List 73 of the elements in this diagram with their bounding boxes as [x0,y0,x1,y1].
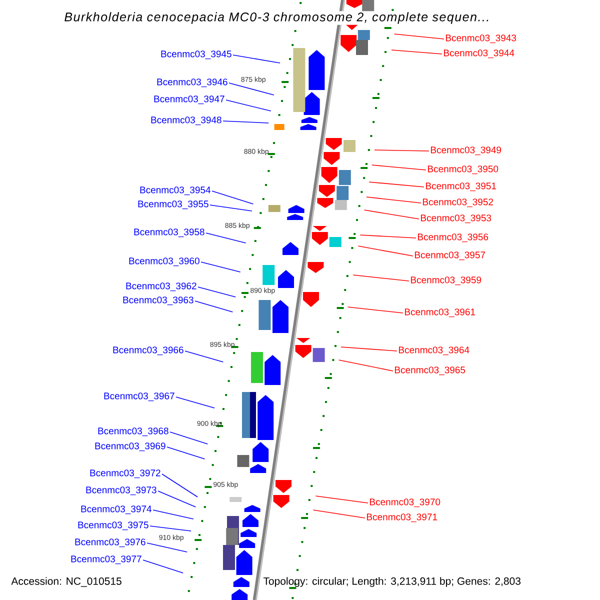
gene-label: Bcenmc03_3975 [78,522,148,530]
gene-label: Bcenmc03_3949 [431,146,502,156]
leader-line [142,560,184,574]
gene-label: Bcenmc03_3943 [446,34,516,44]
footer-text: Topology: circular; Length: 3,213,911 bp; Genes: 2,803 [263,577,521,587]
gene-label: Bcenmc03_3967 [104,392,174,402]
gene-label: Bcenmc03_3965 [395,366,466,376]
gene-label: Bcenmc03_3976 [75,538,146,548]
leader-line [358,246,414,256]
leader-line [315,496,368,504]
leader-line [340,346,398,352]
gene-label: Bcenmc03_3952 [423,198,494,208]
gene-label: Bcenmc03_3956 [418,234,488,242]
gene-label: Bcenmc03_3950 [428,166,498,174]
leader-line [150,526,192,532]
gene-label: Bcenmc03_3959 [411,276,482,286]
leader-line [152,510,194,520]
gene-label: Bcenmc03_3948 [151,116,222,126]
gene-label: Bcenmc03_3964 [399,346,470,356]
leader-line [200,262,241,272]
gene-label: Bcenmc03_3969 [95,442,166,452]
gene-label: Bcenmc03_3957 [415,252,486,260]
gene-label: Bcenmc03_3955 [138,200,208,210]
gene-label: Bcenmc03_3951 [426,182,496,192]
leader-line [360,234,416,238]
gene-label: Bcenmc03_3962 [126,282,196,292]
leader-line [194,300,234,312]
leader-line [158,490,196,508]
title: Burkholderia cenocepacia MC0-3 chromosome 2, complete sequen... [63,11,491,25]
gene-label: Bcenmc03_3958 [134,228,204,238]
gene-label: Bcenmc03_3970 [370,498,440,508]
gene-label: Bcenmc03_3946 [157,78,228,88]
gene-label: Bcenmc03_3973 [86,486,156,496]
leader-line [374,150,430,152]
leader-line [206,232,246,244]
gene-label: Bcenmc03_3968 [98,428,168,436]
leader-line [347,306,404,314]
leader-line [312,510,366,518]
leader-line [210,204,252,212]
gene-label: Bcenmc03_3963 [123,296,194,306]
gene-label: Bcenmc03_3977 [71,556,142,564]
leader-line [162,474,198,498]
gene-label: Bcenmc03_3961 [405,308,476,318]
leader-line [372,164,426,170]
leader-line [338,360,394,372]
leader-line [366,196,422,204]
leader-line [364,210,420,220]
gene-label: Bcenmc03_3945 [161,50,232,60]
gene-label: Bcenmc03_3953 [421,214,492,224]
leader-line [212,190,254,204]
leader-line [222,120,269,124]
leader-line [391,50,442,54]
leader-line [226,100,272,112]
gene-label: Bcenmc03_3954 [140,186,210,196]
leader-line [146,542,188,552]
gene-label: Bcenmc03_3947 [154,96,224,104]
gene-label: Bcenmc03_3974 [81,506,152,514]
gene-label: Bcenmc03_3966 [113,346,184,356]
leader-line [184,350,224,362]
gene-label: Bcenmc03_3972 [90,470,160,478]
leader-line [166,446,206,460]
gene-label: Bcenmc03_3944 [444,50,514,58]
leader-line [352,274,410,282]
leader-line [228,82,274,96]
leader-line [170,432,208,444]
footer-text: Accession: NC_010515 [11,577,122,587]
gene-label: Bcenmc03_3971 [367,514,438,522]
gene-label: Bcenmc03_3960 [129,258,200,266]
leader-line [394,34,444,40]
leader-line [232,54,280,64]
leader-line [176,396,215,408]
leader-line [198,286,236,298]
leader-line [368,182,424,188]
